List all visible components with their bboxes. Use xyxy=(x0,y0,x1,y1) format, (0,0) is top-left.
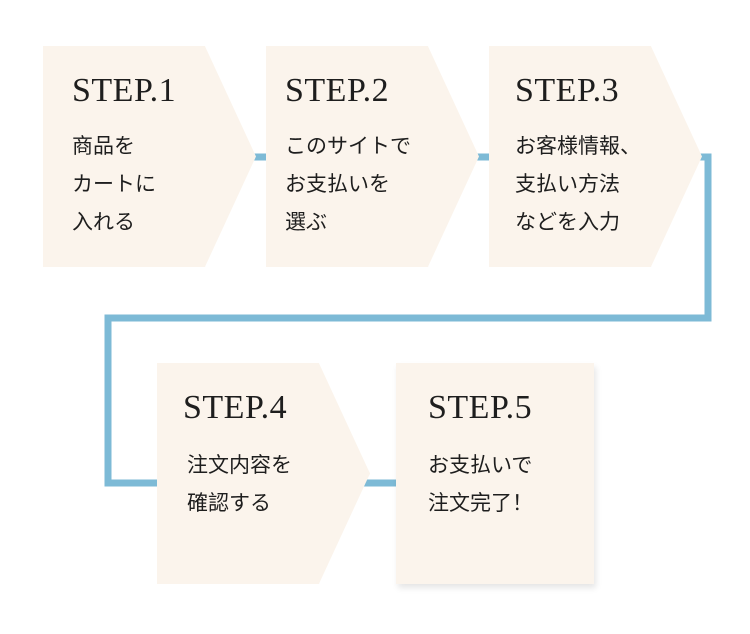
step-3-title: STEP.3 xyxy=(515,72,620,109)
step-1-box xyxy=(43,46,256,267)
step-4-box xyxy=(157,363,370,584)
step-5-box xyxy=(396,363,594,584)
step-5-line-2: 注文完了！ xyxy=(428,491,533,515)
step-5-line-1: お支払いで xyxy=(428,453,533,477)
step-4-line-2: 確認する xyxy=(187,491,271,515)
step-4-title: STEP.4 xyxy=(183,389,288,426)
step-2-line-1: このサイトで xyxy=(285,134,411,158)
step-2-box xyxy=(266,46,479,267)
step-3-line-3: などを入力 xyxy=(515,210,620,234)
step-3-box xyxy=(489,46,702,267)
step-1-line-3: 入れる xyxy=(72,210,135,234)
step-1-line-1: 商品を xyxy=(72,134,135,158)
step-2-title: STEP.2 xyxy=(285,72,390,109)
step-4-line-1: 注文内容を xyxy=(187,453,292,477)
step-3-line-1: お客様情報、 xyxy=(515,134,641,158)
step-1-line-2: カートに xyxy=(72,172,156,196)
step-3-line-2: 支払い方法 xyxy=(515,172,620,196)
step-1-title: STEP.1 xyxy=(72,72,177,109)
step-5-title: STEP.5 xyxy=(428,389,533,426)
step-2-line-2: お支払いを xyxy=(285,172,390,196)
step-2-line-3: 選ぶ xyxy=(285,210,327,234)
